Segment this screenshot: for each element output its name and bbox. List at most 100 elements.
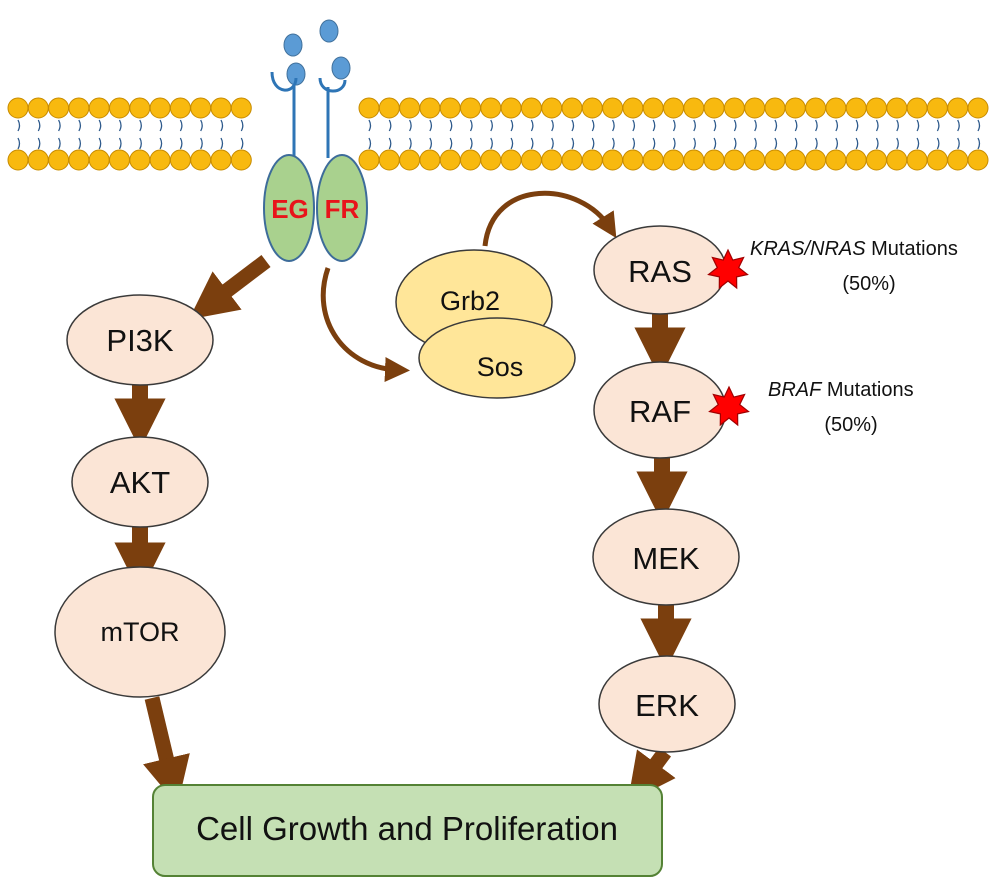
lipid-tail xyxy=(957,137,960,150)
lipid-tail xyxy=(78,137,82,150)
lipid-tail xyxy=(179,119,183,132)
mapk-pathway: RAS RAF MEK ERK xyxy=(592,225,740,753)
raf-mutation-label: BRAF Mutations xyxy=(768,379,914,401)
node-ras-label: RAS xyxy=(628,254,692,289)
lipid-tail xyxy=(713,119,717,132)
lipid-tail xyxy=(916,119,920,132)
lipid-tail xyxy=(409,119,412,132)
lipid-tail xyxy=(591,119,595,132)
lipid-tail xyxy=(58,119,61,132)
node-akt xyxy=(71,436,209,528)
lipid-tail xyxy=(794,137,798,150)
lipid-tail xyxy=(179,137,183,150)
lipid-head xyxy=(947,97,969,119)
lipid-head xyxy=(109,149,130,171)
receptor-stalks xyxy=(270,71,347,158)
lipid-tail xyxy=(220,137,224,150)
egf-ligands xyxy=(283,19,351,86)
lipid-head xyxy=(703,97,725,119)
lipid-head xyxy=(703,149,725,171)
lipid-head xyxy=(764,149,786,171)
lipid-head xyxy=(663,149,684,171)
ras-mutation-label: KRAS/NRAS Mutations xyxy=(750,238,958,260)
lipid-tail xyxy=(530,137,534,150)
lipid-head xyxy=(520,149,542,171)
egfr-left-lobe xyxy=(263,154,315,262)
lipid-head xyxy=(68,149,90,171)
lipid-head xyxy=(480,97,502,119)
lipid-head xyxy=(744,149,766,171)
outcome-box: Cell Growth and Proliferation xyxy=(152,784,663,877)
mutation-annotations: KRAS/NRAS Mutations (50%) BRAF Mutations… xyxy=(750,238,958,436)
lipid-head xyxy=(683,97,705,119)
lipid-head xyxy=(88,149,110,171)
lipid-head xyxy=(439,149,461,171)
lipid-head xyxy=(48,149,70,171)
lipid-head xyxy=(358,149,380,171)
lipid-head xyxy=(378,149,400,171)
lipid-tail xyxy=(510,119,514,132)
lipid-head xyxy=(723,149,745,171)
lipid-head xyxy=(190,149,212,171)
ligand-4 xyxy=(331,56,351,80)
lipid-head xyxy=(7,97,29,119)
lipid-head xyxy=(48,97,70,119)
lipid-head xyxy=(88,97,110,119)
lipid-tail xyxy=(835,119,839,132)
lipid-tail xyxy=(693,137,696,150)
lipid-tail xyxy=(652,119,656,132)
ras-mutation-percent: (50%) xyxy=(842,273,895,295)
lipid-tail xyxy=(200,137,203,150)
lipid-head xyxy=(602,97,624,119)
lipid-tail xyxy=(754,119,757,132)
lipid-tail xyxy=(632,119,636,132)
lipid-tail xyxy=(118,137,122,150)
lipid-tail xyxy=(855,137,859,150)
lipid-head xyxy=(419,149,441,171)
node-raf-label: RAF xyxy=(629,394,691,429)
receptor-label-right: FR xyxy=(325,194,360,224)
lipid-tail xyxy=(875,137,879,150)
lipid-head xyxy=(169,149,191,171)
lipid-head xyxy=(500,149,522,171)
lipid-head xyxy=(439,97,461,119)
lipid-tail xyxy=(896,119,899,132)
node-mtor xyxy=(54,566,226,698)
lipid-head xyxy=(210,97,232,119)
arrow-erk-to-outcome xyxy=(627,747,676,803)
lipid-tail xyxy=(936,137,940,150)
egfr-receptor: EG FR xyxy=(263,154,368,262)
arrow-egfr-to-grb2 xyxy=(320,267,410,382)
lipid-tail xyxy=(875,119,879,132)
raf-mutation-percent: (50%) xyxy=(824,414,877,436)
lipid-tail xyxy=(139,137,142,150)
lipid-heads xyxy=(7,97,989,171)
lipid-tail xyxy=(240,119,244,132)
lipid-tail xyxy=(571,119,575,132)
lipid-head xyxy=(7,149,29,171)
lipid-tail xyxy=(118,119,122,132)
lipid-head xyxy=(399,97,421,119)
cell-membrane xyxy=(7,97,989,171)
ras-mutation-star-icon xyxy=(707,248,749,290)
lipid-head xyxy=(561,149,583,171)
lipid-head xyxy=(109,97,130,119)
lipid-head xyxy=(149,97,171,119)
lipid-head xyxy=(358,97,380,119)
lipid-tail xyxy=(159,137,163,150)
lipid-tail xyxy=(815,137,818,150)
lipid-tail xyxy=(733,119,737,132)
arrow-mtor-to-outcome xyxy=(143,696,190,806)
lipid-tail xyxy=(916,137,920,150)
lipid-tail xyxy=(855,119,859,132)
lipid-head xyxy=(906,149,928,171)
pi3k-pathway: PI3K AKT mTOR xyxy=(54,294,226,698)
lipid-tail xyxy=(449,119,453,132)
lipid-tail xyxy=(510,137,514,150)
lipid-tail xyxy=(429,137,433,150)
node-mtor-label: mTOR xyxy=(101,617,180,647)
lipid-head xyxy=(723,97,745,119)
lipid-head xyxy=(967,97,989,119)
lipid-tail xyxy=(17,137,21,150)
